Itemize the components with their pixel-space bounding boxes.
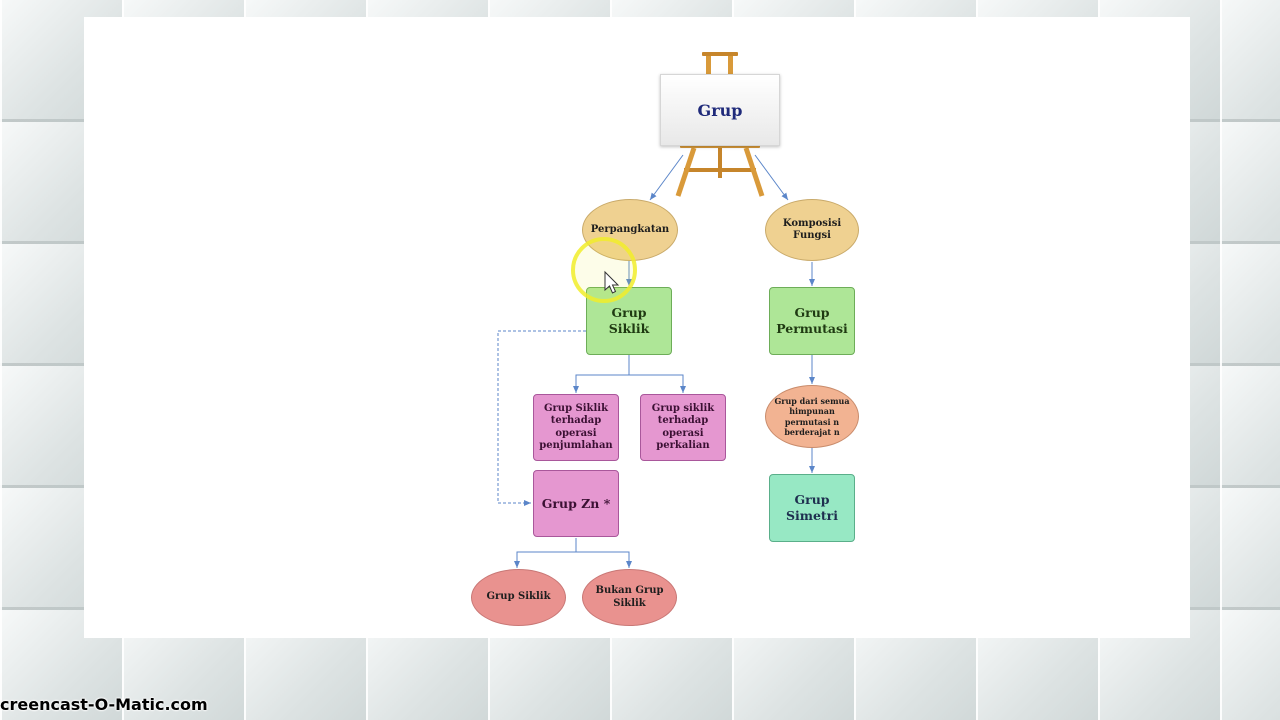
screencast-watermark: creencast-O-Matic.com bbox=[0, 695, 208, 714]
node-siklik-perkalian: Grup siklik terhadap operasi perkalian bbox=[640, 394, 726, 461]
connector-root-right bbox=[754, 154, 789, 201]
connector-zn-children bbox=[514, 538, 577, 568]
connector-zn-children-right bbox=[576, 551, 632, 568]
mouse-pointer-icon bbox=[604, 270, 620, 294]
node-siklik-penjumlahan: Grup Siklik terhadap operasi penjumlahan bbox=[533, 394, 619, 461]
connector-siklik-subtypes bbox=[573, 355, 630, 393]
node-bukan-grup-siklik: Bukan Grup Siklik bbox=[582, 569, 677, 626]
node-grup-simetri: Grup Simetri bbox=[769, 474, 855, 542]
node-grup-siklik: Grup Siklik bbox=[586, 287, 672, 355]
node-grup-zn: Grup Zn * bbox=[533, 470, 619, 537]
connector-root-left bbox=[649, 154, 684, 201]
connector-siklik-subtypes-right bbox=[629, 374, 686, 393]
node-grup-siklik-result: Grup Siklik bbox=[471, 569, 566, 626]
node-himpunan-permutasi: Grup dari semua himpunan permutasi n ber… bbox=[765, 385, 859, 448]
node-grup-permutasi: Grup Permutasi bbox=[769, 287, 855, 355]
root-node-grup: Grup bbox=[660, 74, 780, 146]
node-komposisi-fungsi: Komposisi Fungsi bbox=[765, 199, 859, 261]
connector-siklik-zn-dashed bbox=[497, 330, 586, 506]
